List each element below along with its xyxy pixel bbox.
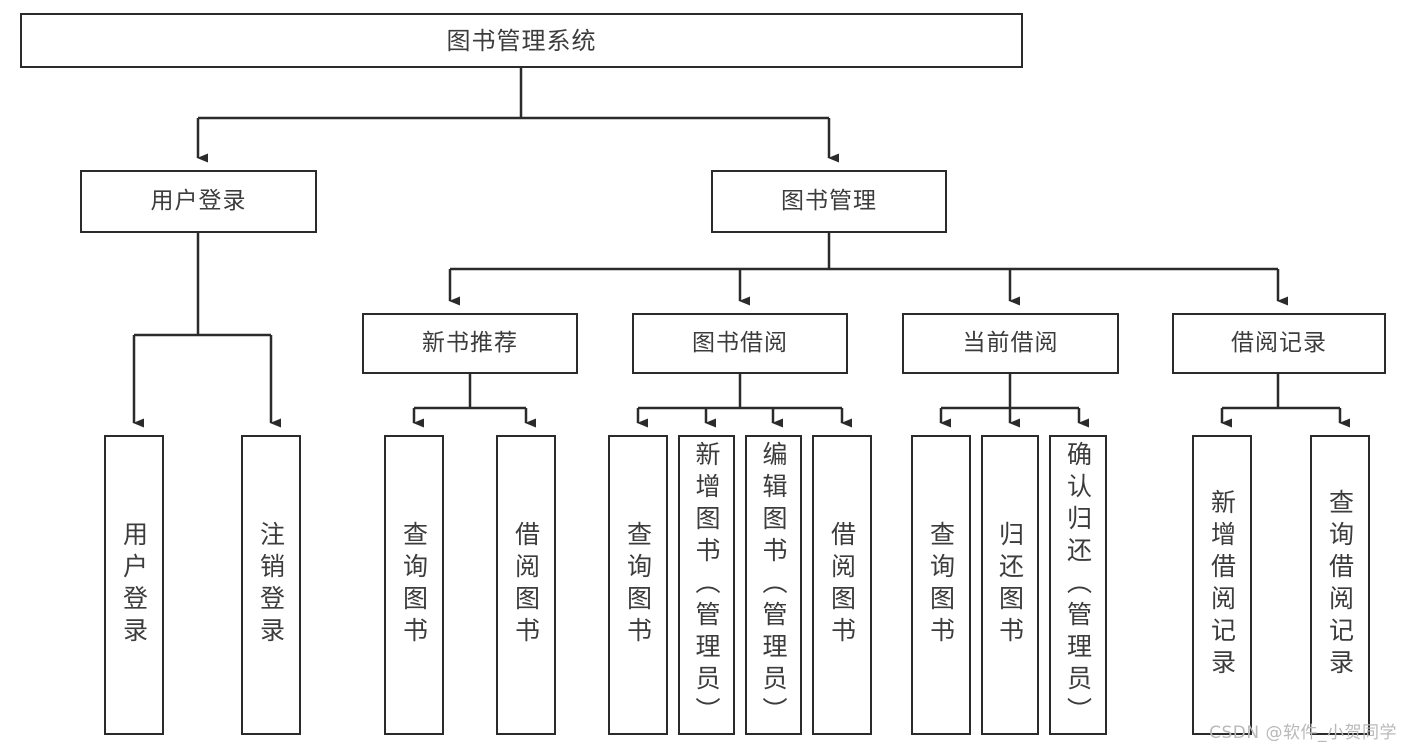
node-current-borrow[interactable]: 当前借阅	[902, 313, 1119, 374]
leaf-add-book-admin[interactable]: 新增图书（管理员）	[678, 435, 735, 735]
node-label: 注销登录	[256, 521, 286, 649]
leaf-query-book-borrow[interactable]: 查询图书	[608, 435, 668, 735]
node-label: 用户登录	[119, 521, 149, 649]
node-label: 图书借阅	[692, 330, 788, 357]
node-label: 借阅图书	[511, 521, 541, 649]
node-book-borrow[interactable]: 图书借阅	[632, 313, 848, 374]
leaf-logout[interactable]: 注销登录	[241, 435, 301, 735]
node-label: 确认归还（管理员）	[1063, 441, 1093, 729]
node-book-management[interactable]: 图书管理	[711, 170, 947, 233]
leaf-add-borrow-record[interactable]: 新增借阅记录	[1192, 435, 1252, 735]
node-label: 查询借阅记录	[1325, 489, 1355, 681]
node-label: 查询图书	[623, 521, 653, 649]
node-label: 新增借阅记录	[1207, 489, 1237, 681]
leaf-query-book-current[interactable]: 查询图书	[911, 435, 971, 735]
watermark-text: CSDN @软件_小贺同学	[1209, 723, 1397, 743]
leaf-user-login[interactable]: 用户登录	[104, 435, 164, 735]
leaf-edit-book-admin[interactable]: 编辑图书（管理员）	[745, 435, 802, 735]
node-label: 图书管理	[781, 188, 877, 215]
node-label: 当前借阅	[962, 330, 1059, 357]
node-user-login[interactable]: 用户登录	[80, 170, 317, 233]
node-root-system[interactable]: 图书管理系统	[20, 13, 1023, 68]
node-label: 借阅图书	[827, 521, 857, 649]
leaf-return-book[interactable]: 归还图书	[981, 435, 1039, 735]
node-borrow-records[interactable]: 借阅记录	[1172, 313, 1386, 374]
node-label: 编辑图书（管理员）	[759, 441, 788, 729]
node-label: 查询图书	[926, 521, 956, 649]
node-label: 借阅记录	[1231, 330, 1327, 357]
node-label: 新书推荐	[422, 330, 518, 357]
node-label: 用户登录	[150, 188, 247, 215]
leaf-borrow-book-recommend[interactable]: 借阅图书	[496, 435, 556, 735]
node-label: 新增图书（管理员）	[692, 441, 721, 729]
node-label: 归还图书	[995, 521, 1025, 649]
node-label: 图书管理系统	[446, 26, 597, 55]
node-label: 查询图书	[399, 521, 429, 649]
leaf-query-book-recommend[interactable]: 查询图书	[384, 435, 444, 735]
node-new-book-recommend[interactable]: 新书推荐	[362, 313, 578, 374]
leaf-confirm-return-admin[interactable]: 确认归还（管理员）	[1049, 435, 1107, 735]
leaf-query-borrow-record[interactable]: 查询借阅记录	[1310, 435, 1370, 735]
leaf-borrow-book[interactable]: 借阅图书	[812, 435, 872, 735]
